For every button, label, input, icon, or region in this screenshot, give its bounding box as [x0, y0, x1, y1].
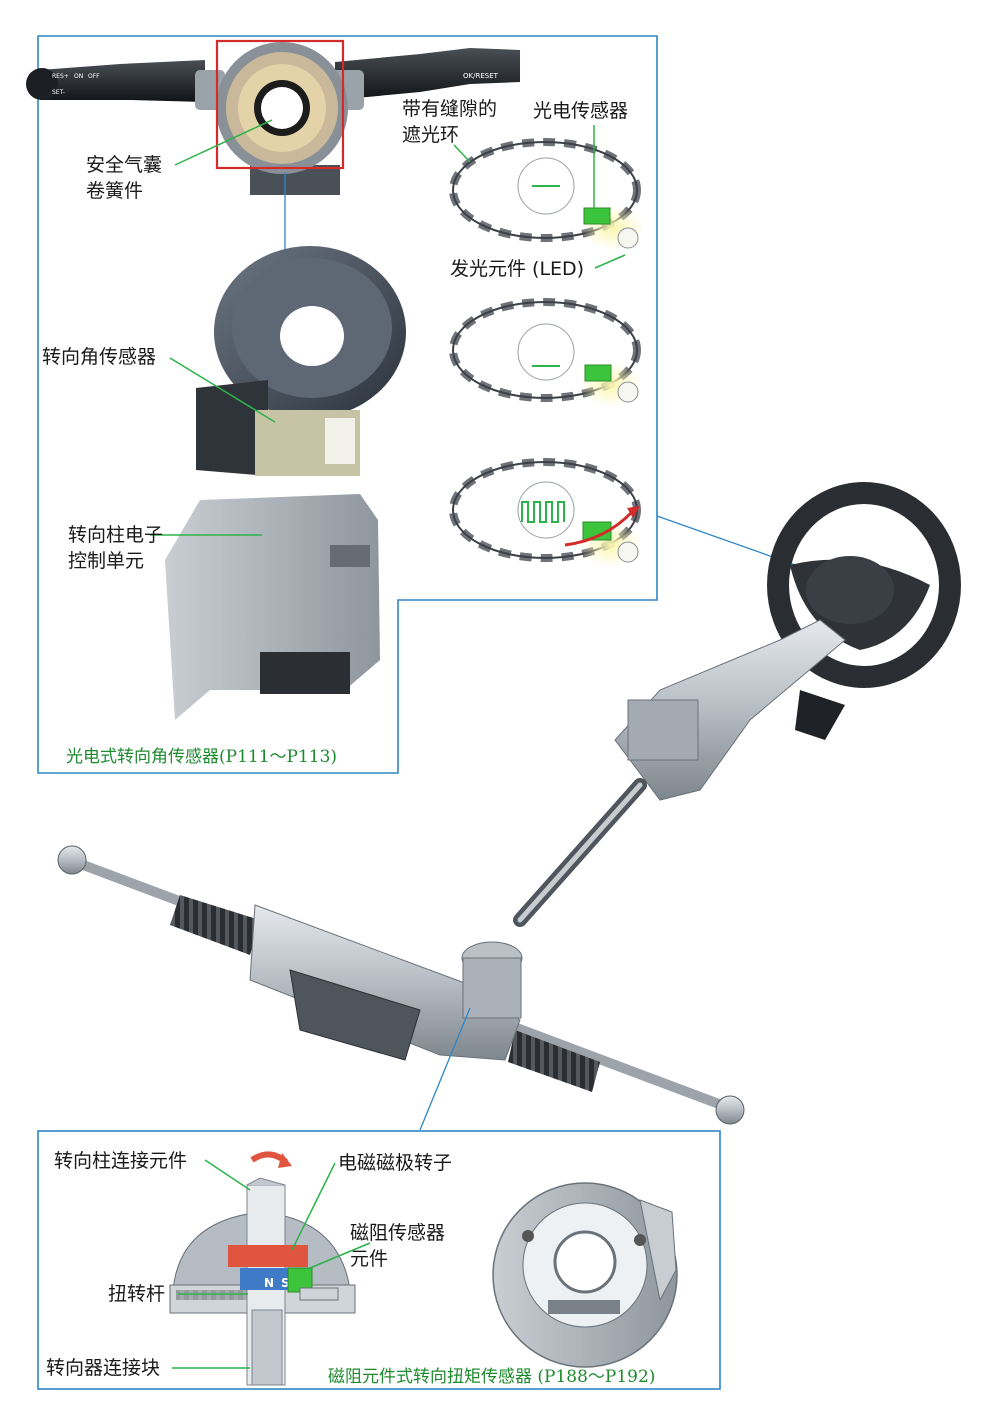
boot-left [170, 895, 260, 955]
label-airbag-coil-line2: 卷簧件 [86, 180, 144, 202]
boot-right [508, 1030, 600, 1092]
switch-left-text-1: RES+ [52, 73, 69, 80]
column-connector-top [246, 1177, 286, 1186]
label-slotted-ring-line1: 带有缝隙的 [402, 98, 498, 120]
label-led: 发光元件 (LED) [450, 258, 585, 280]
caption-optical-angle-sensor: 光电式转向角传感器(P111～P113) [66, 747, 338, 767]
bottom-panel-frame [37, 1130, 721, 1390]
label-column-ecu-line2: 控制单元 [68, 550, 145, 572]
steering-rack [57, 845, 745, 1125]
label-gear-connector: 转向器连接块 [46, 1357, 161, 1379]
top-panel-frame [37, 35, 658, 774]
label-mr-sensor-line2: 元件 [350, 1248, 389, 1270]
tie-rod-end-left [57, 845, 87, 875]
airbag-clock-spring [216, 42, 348, 174]
slotted-ring-stage-2 [449, 298, 643, 407]
clock-spring-highlight-box [215, 39, 345, 170]
photo-sensor-block [583, 207, 611, 225]
label-slotted-ring-line2: 遮光环 [402, 124, 460, 146]
label-column-connector: 转向柱连接元件 [54, 1150, 188, 1172]
switch-left-knob [26, 68, 58, 100]
caption-torque-sensor: 磁阻元件式转向扭矩传感器 (P188～P192) [328, 1367, 656, 1387]
label-slotted-ring: 带有缝隙的 遮光环 [402, 96, 522, 148]
label-airbag-coil-line1: 安全气囊 [86, 154, 163, 176]
rotation-arrow-icon [564, 510, 634, 547]
bottom-panel-leader-lines [172, 1159, 371, 1369]
slotted-ring-stage-3 [449, 458, 643, 567]
pulse-signal-icon [521, 501, 565, 523]
label-magnet-rotor: 电磁磁极转子 [338, 1152, 453, 1174]
switch-right-text: OK/RESET [463, 72, 499, 80]
switch-left-text-4: SET- [52, 89, 65, 96]
steering-column [614, 619, 846, 801]
label-torsion-bar: 扭转杆 [108, 1283, 166, 1305]
label-mr-sensor: 磁阻传感器 元件 [350, 1220, 470, 1272]
magnet-ring-blue [240, 1268, 298, 1290]
steering-column-ecu [165, 494, 380, 720]
label-angle-sensor: 转向角传感器 [42, 346, 157, 368]
label-mr-sensor-line1: 磁阻传感器 [350, 1222, 446, 1244]
led-bulb [617, 227, 639, 249]
torque-sensor-cutaway: N S [169, 1151, 356, 1386]
label-column-ecu: 转向柱电子 控制单元 [68, 522, 178, 574]
assist-motor [289, 969, 421, 1061]
slotted-ring-stage-1 [449, 138, 645, 250]
top-panel-leader-lines [150, 119, 626, 536]
switch-left-text-2: ON [74, 73, 83, 80]
pole-n-label: N [264, 1276, 274, 1290]
torque-sensor-housing [492, 1182, 678, 1368]
label-column-ecu-line1: 转向柱电子 [68, 524, 164, 546]
pole-s-label: S [281, 1276, 290, 1290]
magnet-ring-red [228, 1245, 308, 1267]
switch-left-text-3: OFF [88, 73, 100, 80]
label-photo-sensor: 光电传感器 [533, 100, 629, 122]
intermediate-shaft [513, 778, 647, 927]
tie-rod-end-right [715, 1095, 745, 1125]
label-airbag-coil: 安全气囊 卷簧件 [86, 152, 196, 204]
leader-line-torque-link [419, 1007, 471, 1131]
steering-angle-sensor [196, 246, 406, 476]
